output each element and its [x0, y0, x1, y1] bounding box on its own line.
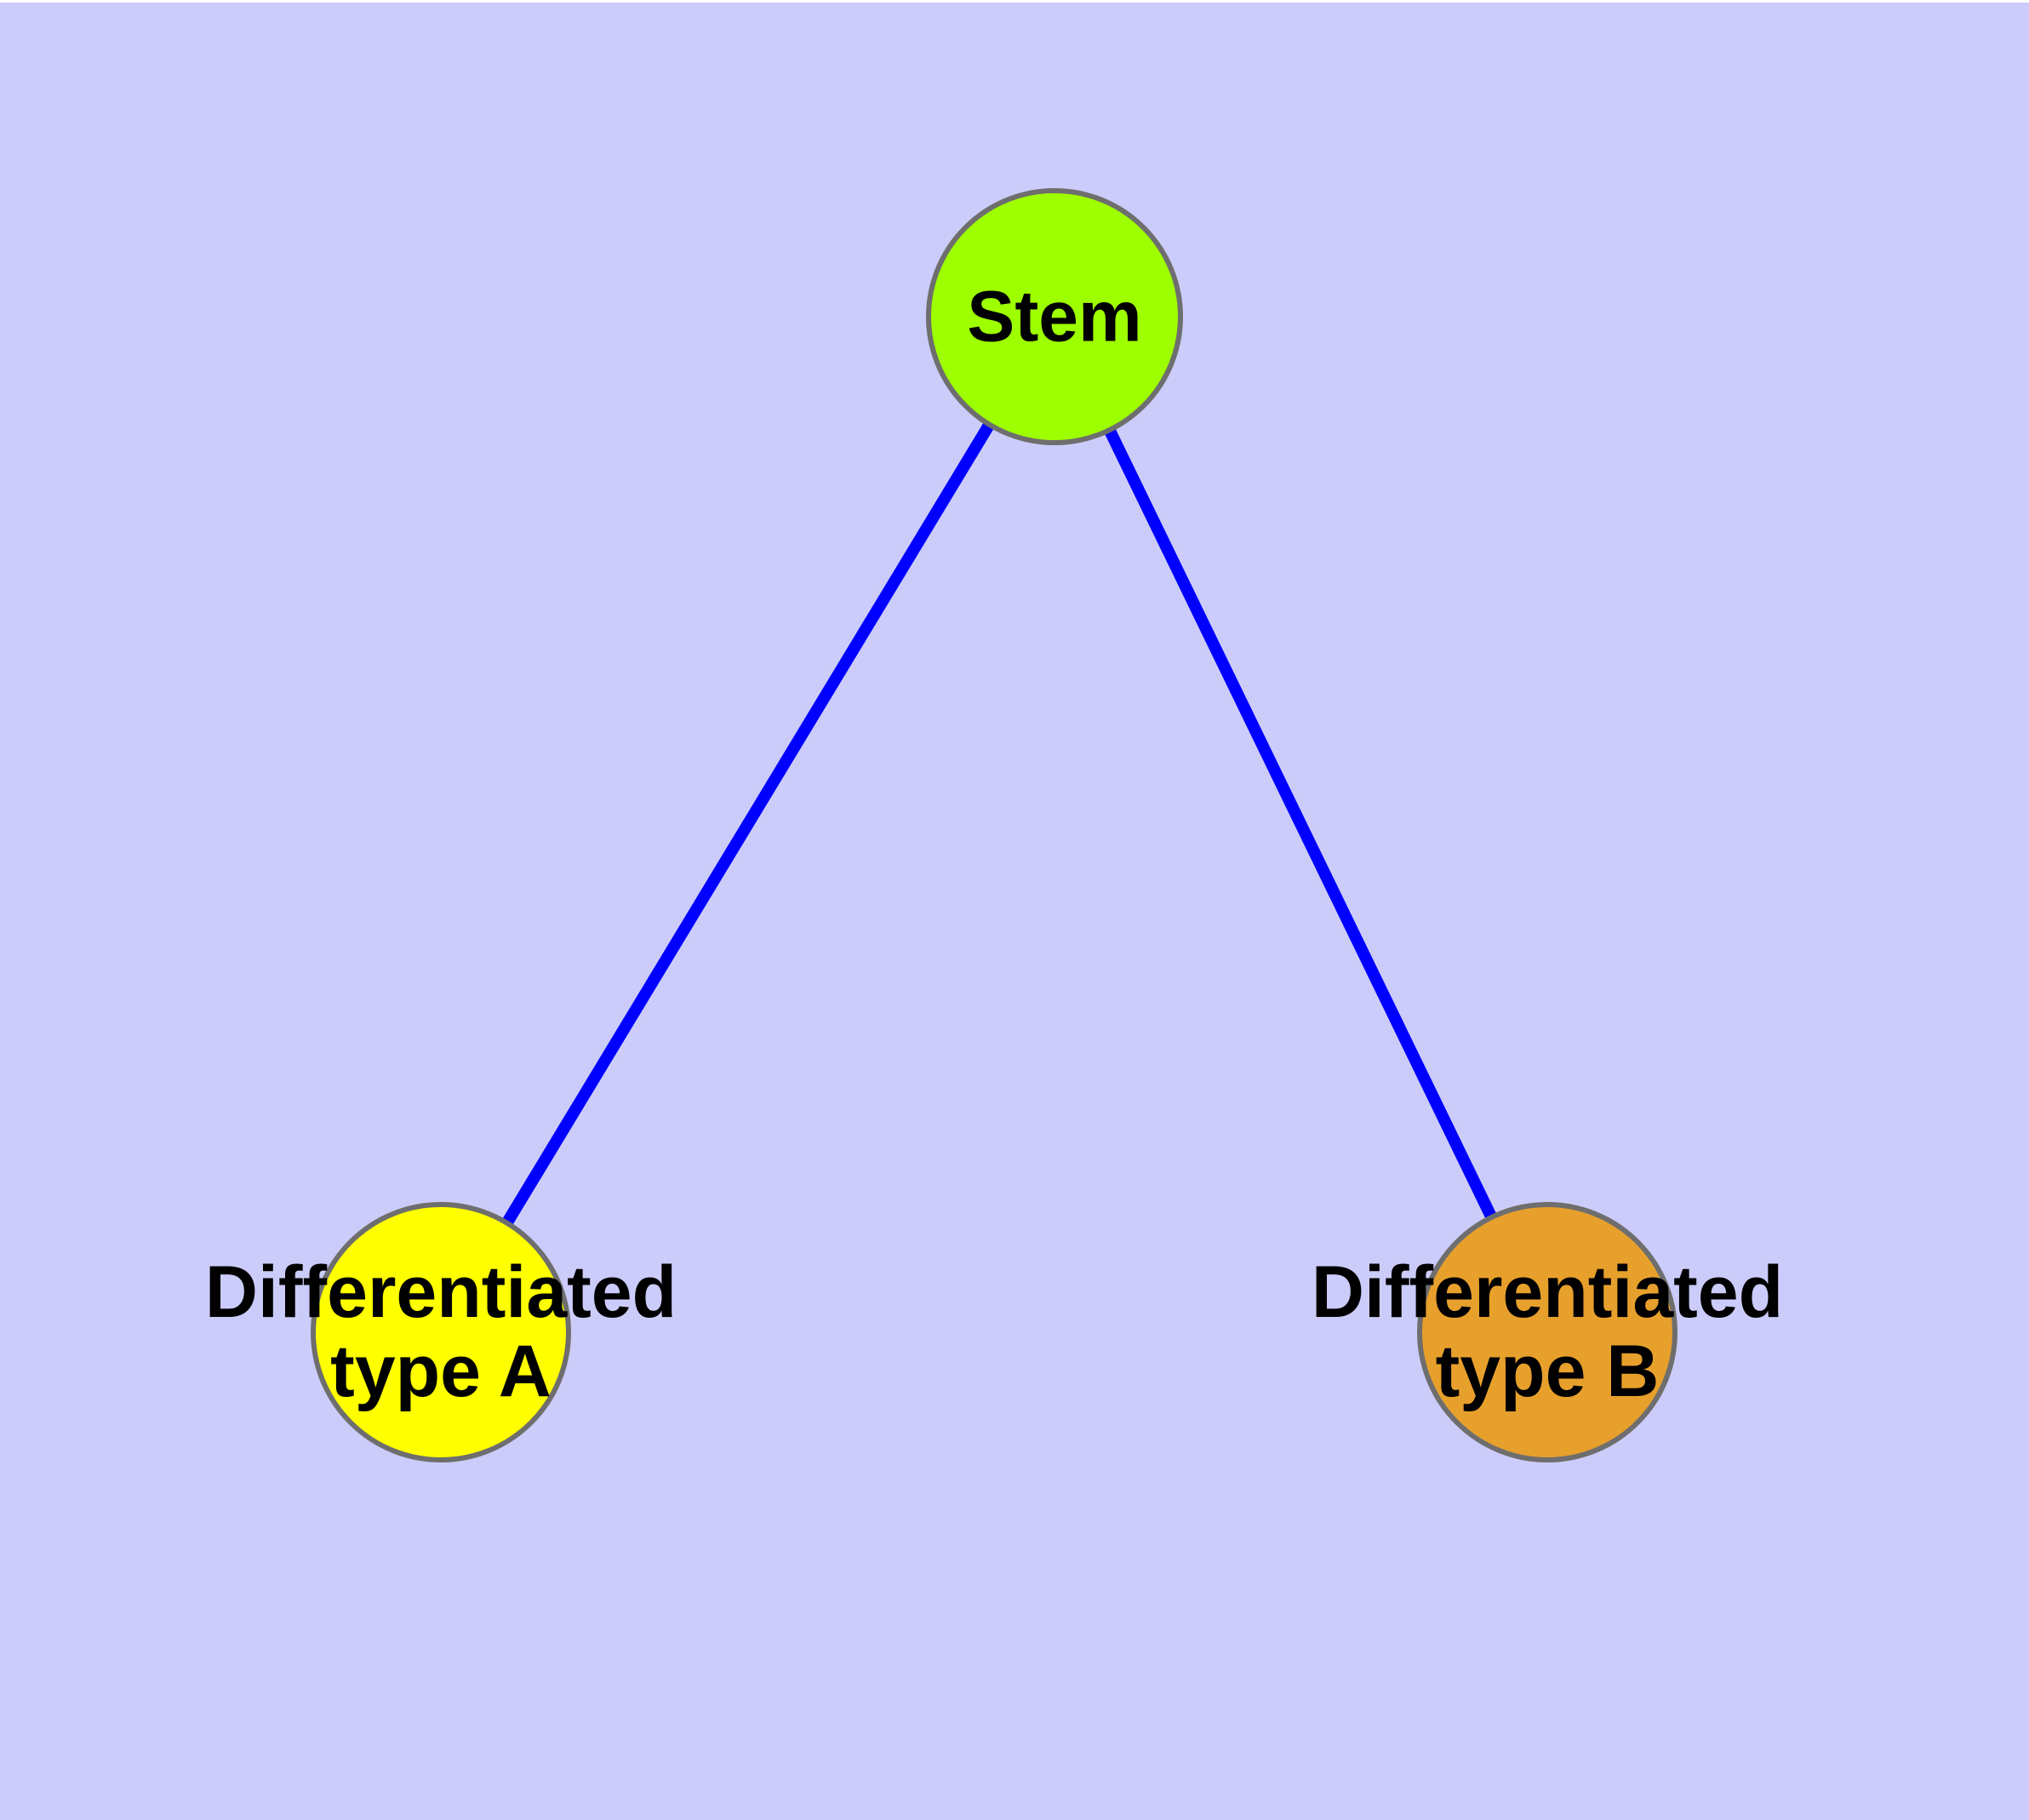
graph-node-stem[interactable] [926, 188, 1183, 445]
graph-edge-stem-to-b[interactable] [1104, 427, 1497, 1220]
node-layer [311, 188, 1677, 1462]
graph-node-diff_a[interactable] [311, 1202, 571, 1462]
graph-edge-stem-to-a[interactable] [502, 421, 994, 1226]
graph-node-diff_b[interactable] [1417, 1202, 1677, 1462]
edge-layer [502, 421, 1497, 1226]
